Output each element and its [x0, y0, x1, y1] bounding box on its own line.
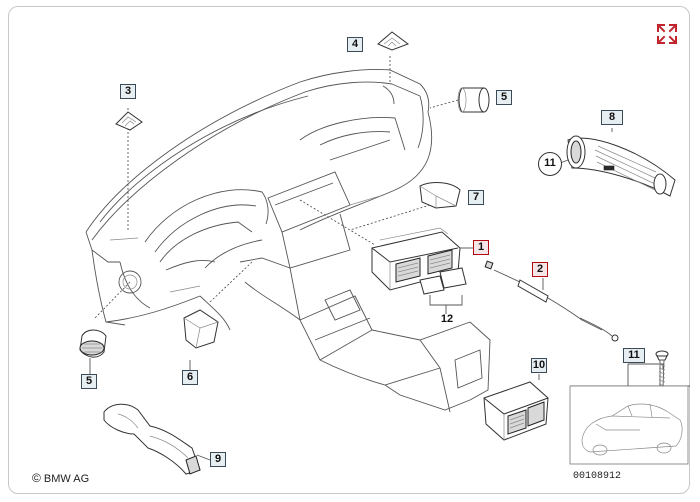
part-12-foam-pads	[419, 267, 467, 295]
callout-5-top[interactable]: 5	[496, 90, 512, 105]
callout-1[interactable]: 1	[473, 240, 489, 255]
callout-10[interactable]: 8	[601, 110, 623, 125]
expand-arrows-icon[interactable]	[655, 22, 679, 46]
part-8-rear-console-vent	[483, 381, 549, 441]
vehicle-thumbnail	[569, 385, 689, 465]
callout-8[interactable]: 10	[531, 358, 547, 373]
callout-9[interactable]: 9	[210, 452, 226, 467]
callout-6[interactable]: 6	[182, 370, 198, 385]
callout-5-bottom[interactable]: 5	[81, 374, 97, 389]
part-7-vent-cover	[419, 182, 461, 209]
part-4-defrost-grille	[377, 31, 410, 51]
part-3-side-grille	[115, 111, 143, 131]
callout-11-circle[interactable]: 11	[538, 152, 562, 176]
copyright-symbol: ©	[32, 471, 41, 485]
dashboard-illustration	[85, 69, 491, 413]
callout-7[interactable]: 7	[468, 190, 484, 205]
part-6-lower-vent-cover	[183, 309, 219, 349]
copyright-text: BMW AG	[43, 473, 90, 485]
callout-2[interactable]: 2	[532, 262, 548, 277]
document-number: 00108912	[573, 471, 622, 482]
callout-12[interactable]: 12	[440, 313, 454, 325]
part-2-vent-control-rod	[484, 260, 619, 342]
part-1-center-vent	[371, 227, 461, 291]
copyright-notice: © BMW AG	[32, 471, 89, 485]
callout-3[interactable]: 3	[120, 84, 136, 99]
part-5-round-vent-top	[457, 87, 490, 113]
part-10-side-vent-right	[566, 135, 676, 197]
part-9-air-duct	[103, 403, 201, 475]
diagram-frame	[8, 6, 690, 494]
callout-4[interactable]: 4	[347, 37, 363, 52]
part-5-round-vent-bottom	[79, 329, 107, 358]
callout-11[interactable]: 11	[623, 348, 645, 363]
